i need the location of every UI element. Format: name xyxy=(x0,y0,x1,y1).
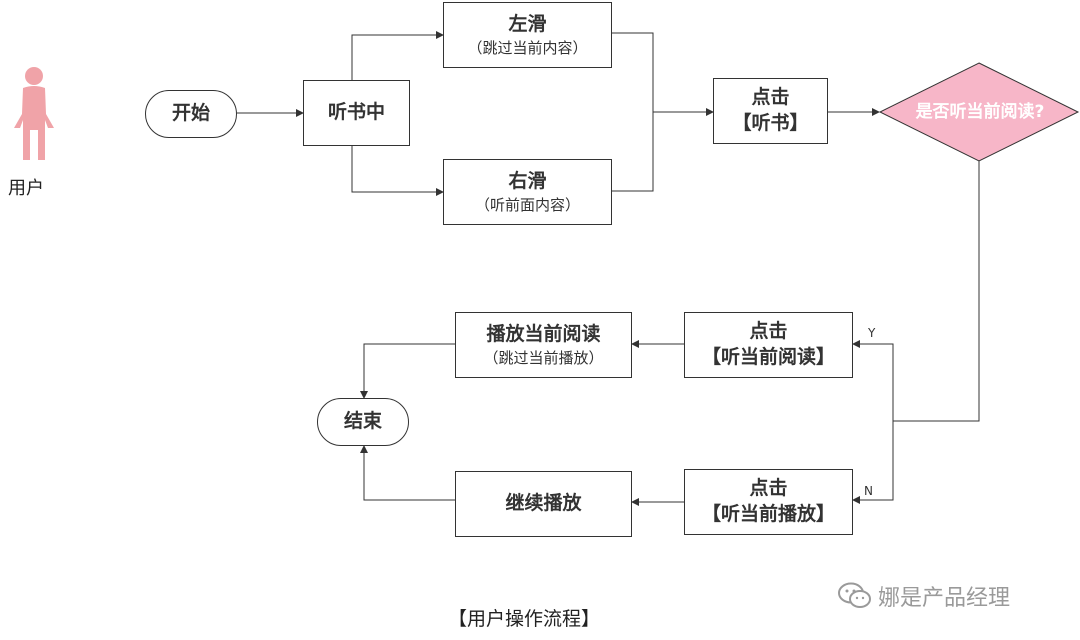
click-current-play-label: 点击 xyxy=(749,477,788,500)
play-current-read-label: 播放当前阅读 xyxy=(486,323,601,346)
click-current-read-label: 点击 xyxy=(749,320,788,343)
edge-decision-down xyxy=(893,161,980,422)
edge-listening-to-swipe-left xyxy=(351,31,444,80)
listening-node: 听书中 xyxy=(303,80,410,146)
click-listen-node: 点击 【听书】 xyxy=(713,78,828,144)
continue-play-node: 继续播放 xyxy=(455,471,632,537)
play-current-read-sub: （跳过当前播放） xyxy=(483,348,604,367)
click-current-read-node: 点击 【听当前阅读】 xyxy=(684,312,853,378)
click-listen-label: 点击 xyxy=(751,86,790,109)
continue-play-label: 继续播放 xyxy=(505,492,582,515)
click-current-play-node: 点击 【听当前播放】 xyxy=(684,469,853,535)
click-current-read-sub: 【听当前阅读】 xyxy=(701,346,835,368)
edge-label-yes: Y xyxy=(868,326,876,340)
swipe-left-node: 左滑 （跳过当前内容） xyxy=(443,2,612,68)
wechat-icon xyxy=(838,582,871,608)
swipe-right-node: 右滑 （听前面内容） xyxy=(443,159,612,225)
edge-yes-branch xyxy=(852,340,894,421)
play-current-read-node: 播放当前阅读 （跳过当前播放） xyxy=(455,312,632,378)
click-listen-sub: 【听书】 xyxy=(732,112,809,134)
edge-continue-to-end xyxy=(360,445,455,501)
end-node: 结束 xyxy=(317,398,409,446)
swipe-right-sub: （听前面内容） xyxy=(474,195,580,214)
edge-no-branch xyxy=(852,421,894,504)
watermark: 娜是产品经理 xyxy=(838,580,1010,612)
click-current-play-sub: 【听当前播放】 xyxy=(701,503,835,525)
end-label: 结束 xyxy=(343,410,382,433)
swipe-left-sub: （跳过当前内容） xyxy=(467,38,588,57)
start-node: 开始 xyxy=(145,90,237,138)
start-label: 开始 xyxy=(171,102,210,125)
diagram-caption: 【用户操作流程】 xyxy=(448,608,601,630)
swipe-left-label: 左滑 xyxy=(508,13,547,36)
edge-swipe-left-merge xyxy=(612,32,654,192)
watermark-text: 娜是产品经理 xyxy=(878,586,1011,611)
actor-label: 用户 xyxy=(8,178,44,199)
listening-label: 听书中 xyxy=(327,101,385,124)
edge-label-no: N xyxy=(864,484,873,498)
person-female-icon xyxy=(14,67,54,160)
swipe-right-label: 右滑 xyxy=(508,170,547,193)
edge-play-read-to-end xyxy=(360,343,455,399)
decision-label: 是否听当前阅读? xyxy=(915,102,1045,122)
edge-listening-to-swipe-right xyxy=(351,146,444,196)
